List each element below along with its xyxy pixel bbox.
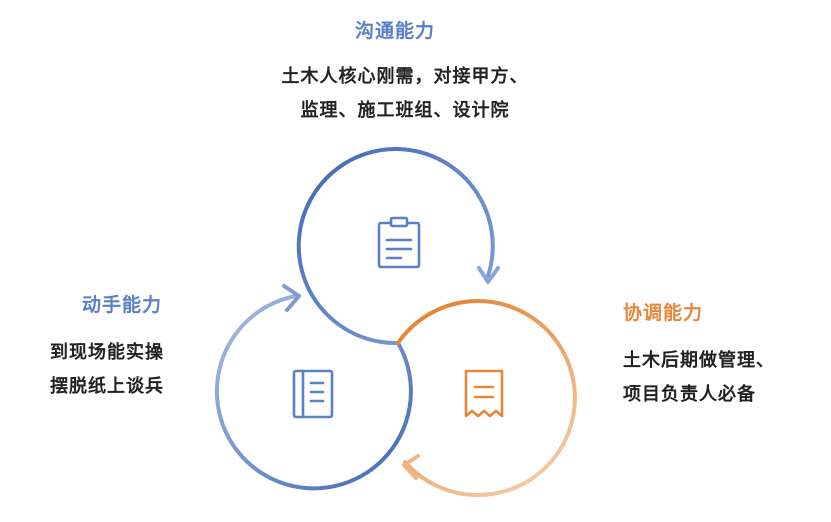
top-description-line-1: 土木人核心刚需，对接甲方、: [281, 66, 529, 87]
right-cycle-arrowhead: [402, 454, 420, 480]
left-section-title: 动手能力: [82, 294, 163, 316]
right-cycle-ring: [396, 299, 577, 498]
notebook-icon: [292, 369, 334, 419]
top-section-description: 土木人核心刚需，对接甲方、 监理、施工班组、设计院: [195, 60, 615, 128]
right-description-line-2: 项目负责人必备: [623, 384, 756, 405]
right-description-line-1: 土木后期做管理、: [623, 350, 775, 371]
left-description-line-1: 到现场能实操: [50, 342, 164, 363]
left-section-description: 到现场能实操 摆脱纸上谈兵: [50, 336, 164, 404]
clipboard-icon: [377, 216, 421, 269]
receipt-icon: [464, 369, 504, 418]
left-description-line-2: 摆脱纸上谈兵: [50, 376, 164, 397]
top-description-line-2: 监理、施工班组、设计院: [300, 100, 510, 121]
top-section-title: 沟通能力: [354, 20, 435, 42]
left-cycle-arrowhead: [282, 284, 301, 312]
left-cycle-ring: [214, 294, 413, 491]
right-section-title: 协调能力: [623, 302, 704, 324]
top-cycle-ring: [296, 147, 495, 346]
top-cycle-arrowhead: [477, 266, 500, 284]
right-section-description: 土木后期做管理、 项目负责人必备: [623, 344, 775, 412]
